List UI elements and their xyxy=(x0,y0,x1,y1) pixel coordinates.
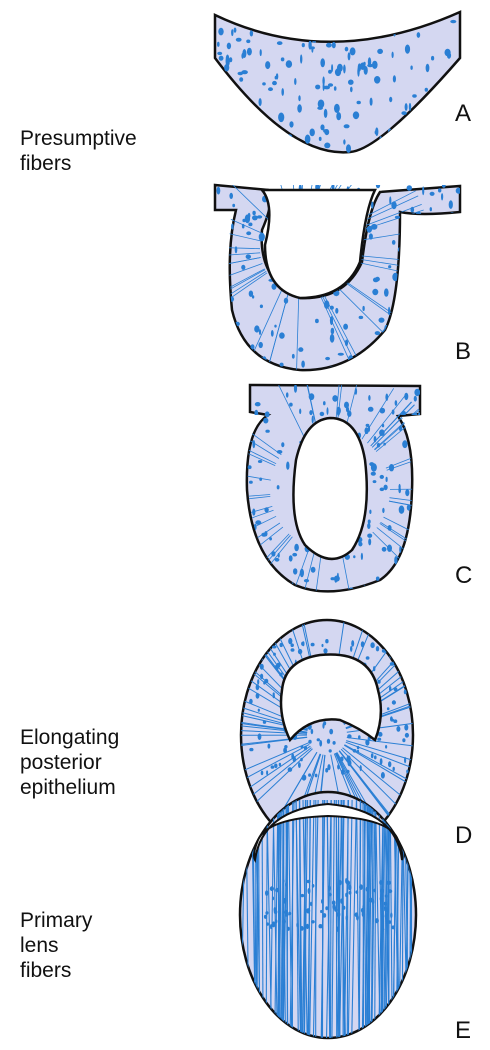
stage-c-vesicle-lumen xyxy=(293,418,366,559)
